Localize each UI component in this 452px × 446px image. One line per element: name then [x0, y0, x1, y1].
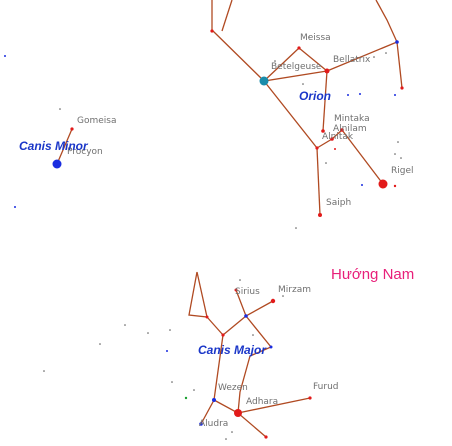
- bellatrix-star: [324, 68, 330, 74]
- canis-major-star: [234, 288, 238, 292]
- mirzam-star: [270, 298, 276, 304]
- wezen-label: Wezen: [218, 383, 248, 393]
- aludra-label: Aludra: [199, 419, 228, 429]
- betelgeuse-star: [259, 76, 269, 86]
- constellation-labels: Orion Canis Minor Canis Major: [19, 89, 331, 357]
- procyon-star: [52, 159, 62, 169]
- canis-major-star: [269, 345, 273, 349]
- canis-minor-lines: [56, 128, 73, 165]
- rigel-label: Rigel: [391, 166, 414, 176]
- alnitak-label: Alnitak: [322, 132, 354, 142]
- saiph-label: Saiph: [326, 198, 351, 208]
- canis-major-label: Canis Major: [198, 343, 267, 357]
- meissa-star: [297, 46, 301, 50]
- gomeisa-label: Gomeisa: [77, 116, 117, 126]
- sirius-star: [244, 314, 248, 318]
- furud-star: [308, 396, 312, 400]
- wezen-star: [212, 398, 216, 402]
- mintaka-star: [340, 128, 344, 132]
- canis-minor-label: Canis Minor: [19, 139, 89, 153]
- procyon-label: Procyon: [67, 147, 103, 157]
- canis-major-star: [221, 333, 225, 337]
- gomeisa-star: [70, 127, 74, 131]
- orion-label: Orion: [299, 89, 331, 103]
- faint-stars: [4, 36, 402, 440]
- saiph-star: [318, 213, 322, 217]
- orion-shield-star: [400, 86, 404, 90]
- adhara-label: Adhara: [246, 397, 278, 407]
- rigel-star: [378, 179, 388, 189]
- aludra-star: [199, 422, 203, 426]
- sirius-label: Sirius: [235, 287, 260, 297]
- direction-label: Hướng Nam: [331, 266, 414, 283]
- bellatrix-label: Bellatrix: [333, 55, 371, 65]
- alnitak-star: [321, 129, 325, 133]
- adhara-star: [234, 409, 242, 417]
- stars: [52, 29, 404, 439]
- belt-star: [315, 146, 319, 150]
- meissa-label: Meissa: [300, 33, 331, 43]
- furud-label: Furud: [313, 382, 339, 392]
- canis-major-star: [264, 435, 268, 439]
- star-labels: Meissa Betelgeuse Bellatrix Mintaka Alni…: [67, 33, 414, 429]
- orion-west-star: [395, 40, 399, 44]
- orion-club-star: [210, 29, 214, 33]
- alnilam-label: Alnilam: [333, 124, 367, 134]
- alnilam-star: [330, 137, 334, 141]
- mirzam-label: Mirzam: [278, 285, 311, 295]
- mintaka-label: Mintaka: [334, 114, 370, 124]
- canis-major-star: [205, 315, 209, 319]
- betelgeuse-label: Betelgeuse: [271, 62, 322, 72]
